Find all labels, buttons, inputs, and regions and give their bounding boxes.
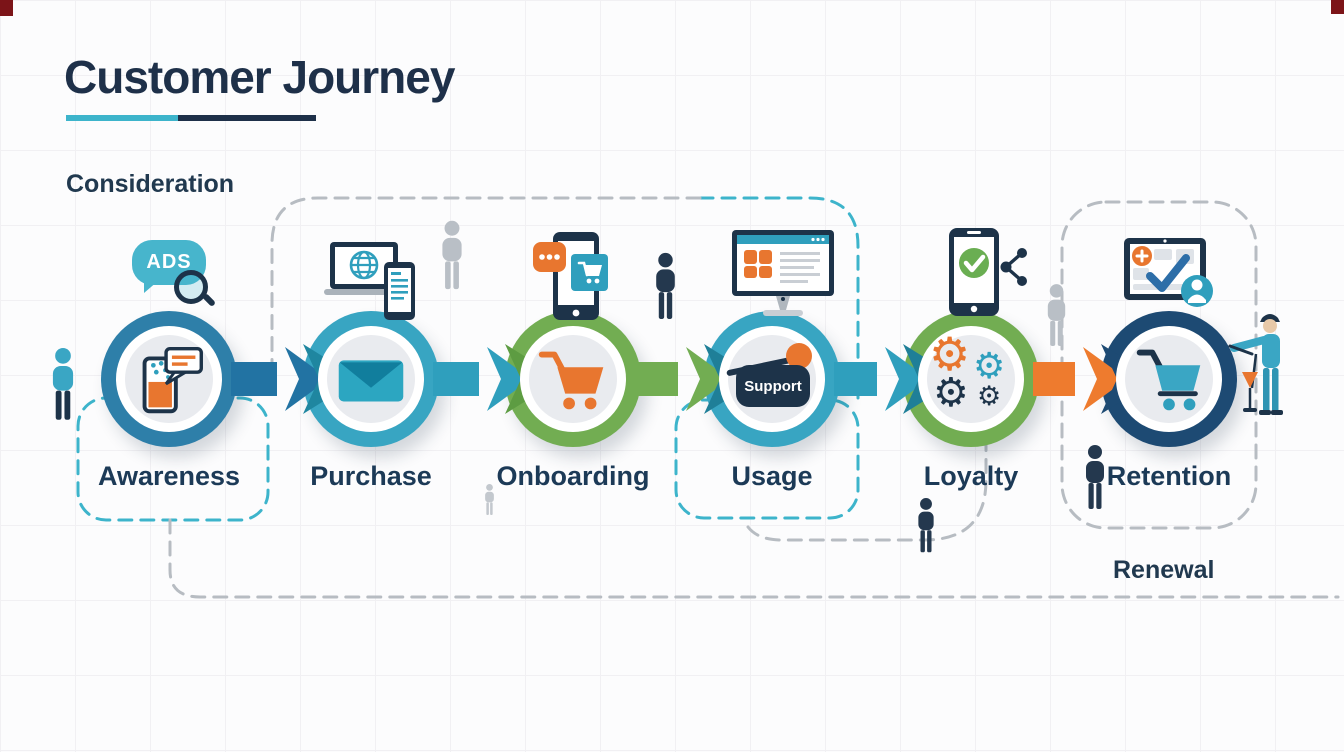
stage-retention [1101,311,1237,447]
awareness-label: Awareness [97,461,241,491]
phone-chat-cart-icon [533,232,608,320]
shopping-cart-teal-icon [1136,349,1201,411]
page-title: Customer Journey [64,51,455,103]
corner-mark-top-left [0,0,13,16]
awareness-inner [116,326,222,432]
person-gray-small-icon [485,484,494,516]
stage-awareness [101,311,237,447]
laptop-globe-phone-icon [324,242,415,320]
support-badge: Support [736,365,810,407]
usage-inner: Support [719,326,825,432]
person-teal-icon [52,348,74,420]
underline-teal-segment [66,115,178,121]
gears-icon: ⚙ ⚙ ⚙ ⚙ [927,331,1015,423]
renewal-label: Renewal [1113,556,1215,584]
usage-label: Usage [731,461,813,491]
retention-inner [1116,326,1222,432]
ads-bubble-tail [144,281,158,293]
stage-purchase [303,311,439,447]
stage-loyalty: ⚙ ⚙ ⚙ ⚙ [903,311,1039,447]
person-gray-icon [442,220,462,290]
magnifier-handle [201,292,217,308]
person-navy-icon [656,252,675,320]
loyalty-inner: ⚙ ⚙ ⚙ ⚙ [918,326,1024,432]
consideration-label: Consideration [66,170,235,198]
stage-onboarding [505,311,641,447]
corner-mark-top-right [1331,0,1344,14]
purchase-label: Purchase [310,461,432,491]
underline-navy-segment [178,115,316,121]
gear-navy-small-icon: ⚙ [977,381,1002,412]
support-tag-icon: Support [726,335,816,423]
smartphone-ad-message-icon [142,346,203,414]
worker-teal-icon [1228,314,1283,415]
onboarding-inner [520,326,626,432]
envelope-icon [338,360,404,402]
gear-teal-icon: ⚙ [973,346,1006,387]
retention-label: Retention [1106,461,1232,491]
magnifier-icon [174,270,208,304]
stage-usage: Support [704,311,840,447]
tablet-check-plus-person-icon [1124,238,1213,307]
title-underline [66,115,316,121]
person-gray-icon [1047,284,1066,346]
phone-check-share-icon [949,228,1027,316]
onboarding-label: Onboarding [496,461,650,491]
shopping-cart-orange-icon [538,351,604,410]
person-navy-icon [918,498,934,553]
gear-navy-icon: ⚙ [933,370,969,416]
desktop-monitor-dashboard-icon [732,230,834,316]
purchase-inner [318,326,424,432]
loyalty-label: Loyalty [923,461,1019,491]
